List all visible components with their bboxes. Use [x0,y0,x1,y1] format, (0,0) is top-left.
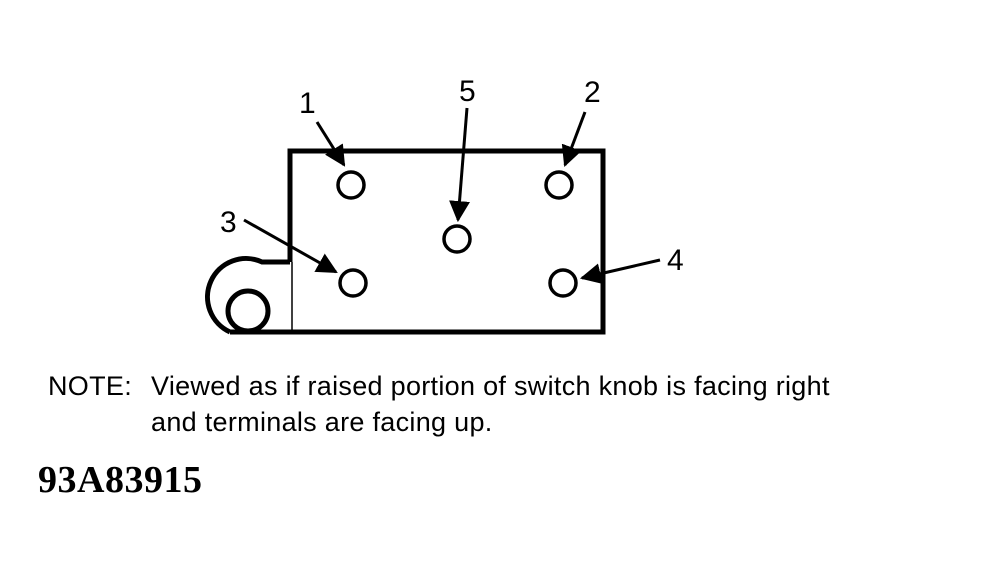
switch-knob-loop [205,256,290,335]
terminal-2 [544,170,574,200]
terminal-5 [442,224,472,254]
arrow-terminal-4 [579,258,661,284]
note-label: NOTE: [48,371,133,401]
terminal-4 [548,268,578,298]
switch-body-outline [230,148,606,335]
terminal-1 [336,170,366,200]
terminal-3-label: 3 [220,206,237,239]
arrow-terminal-2 [561,111,587,167]
note-text-line-1: Viewed as if raised portion of switch kn… [151,371,830,401]
switch-knob-circle [225,288,271,334]
arrow-terminal-3 [243,218,338,274]
arrow-terminal-5 [449,107,470,223]
terminal-5-label: 5 [459,75,476,108]
terminal-4-label: 4 [667,244,684,277]
note-line-1: NOTE: Viewed as if raised portion of swit… [48,368,830,404]
arrow-terminal-1 [315,121,346,167]
terminal-3 [338,268,368,298]
note-block: NOTE: Viewed as if raised portion of swit… [48,368,830,440]
figure-id: 93A83915 [38,459,203,501]
note-text-line-2: and terminals are facing up. [151,407,493,437]
terminal-1-label: 1 [299,87,316,120]
terminal-2-label: 2 [584,76,601,109]
